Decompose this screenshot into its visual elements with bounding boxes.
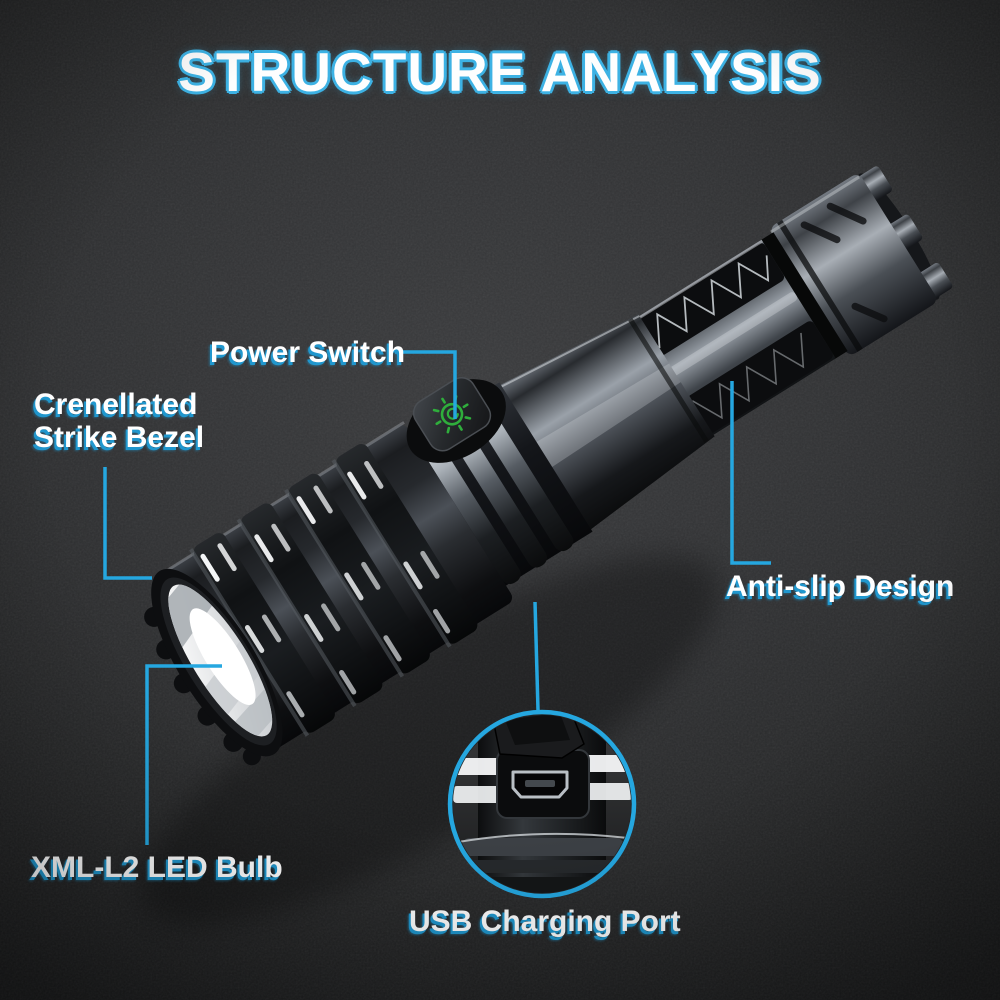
- anti-slip-grip: [636, 239, 836, 437]
- power-switch-icon: [432, 395, 472, 434]
- strike-bezel: [144, 568, 286, 766]
- ridge-ring: [415, 427, 521, 584]
- head-fin: [284, 473, 430, 678]
- tail-grip-cuts: [800, 202, 888, 323]
- usb-inset: [447, 601, 637, 899]
- neck-groove-line: [628, 318, 709, 443]
- tail-body: [771, 175, 936, 355]
- callout-label-led-bulb: XML-L2 LED Bulb: [31, 851, 283, 884]
- callout-line-led-bulb: [145, 664, 222, 845]
- callout-line-usb-port: [533, 601, 540, 711]
- body-groove: [759, 232, 848, 360]
- usb-rubber-flap-inner: [505, 715, 570, 745]
- callout-line-strike-bezel: [103, 467, 152, 580]
- micro-usb-tongue: [525, 780, 555, 787]
- flashlight: [144, 166, 953, 766]
- led-bulb-hotspot: [189, 608, 256, 705]
- callout-label-strike-bezel: Crenellated Strike Bezel: [34, 388, 205, 454]
- tail-flange-ring: [462, 860, 624, 873]
- power-switch: [406, 377, 506, 463]
- tail-rim-light: [770, 175, 860, 234]
- power-switch-button: [412, 377, 492, 452]
- callout-line-anti-slip: [730, 381, 771, 565]
- callout-label-anti-slip: Anti-slip Design: [726, 570, 955, 603]
- tube-highlight-bar: [581, 783, 631, 800]
- tail-cap: [770, 166, 953, 355]
- flashlight-shadow: [140, 555, 720, 925]
- head-fins: [189, 444, 478, 737]
- tail-groove-line: [777, 219, 863, 352]
- neck-section: [491, 314, 715, 536]
- head-fin: [236, 503, 383, 708]
- grip-zigzag-top: [656, 255, 770, 349]
- grip-highlight-streak: [669, 292, 798, 376]
- grip-dark-band-bottom: [687, 321, 833, 434]
- callout-lines: [103, 350, 771, 845]
- grip-dark-band-top: [638, 243, 785, 356]
- neck-highlight-band: [527, 363, 681, 473]
- grip-base: [636, 239, 836, 437]
- grip-rim-light: [636, 239, 764, 321]
- neck-rim-light: [492, 315, 640, 392]
- tail-flange-highlight: [457, 832, 629, 843]
- page-title: STRUCTURE ANALYSIS: [178, 41, 822, 103]
- tail-flange-ring: [462, 838, 624, 856]
- grip-zigzag-bottom: [692, 332, 805, 420]
- tube-highlight-bar: [453, 786, 503, 803]
- callout-label-power-switch: Power Switch: [210, 336, 406, 369]
- tube-highlight-bar: [453, 758, 503, 775]
- callout-label-usb-port: USB Charging Port: [409, 905, 681, 938]
- callout-line-power-switch: [395, 350, 457, 419]
- head-fin: [331, 444, 478, 648]
